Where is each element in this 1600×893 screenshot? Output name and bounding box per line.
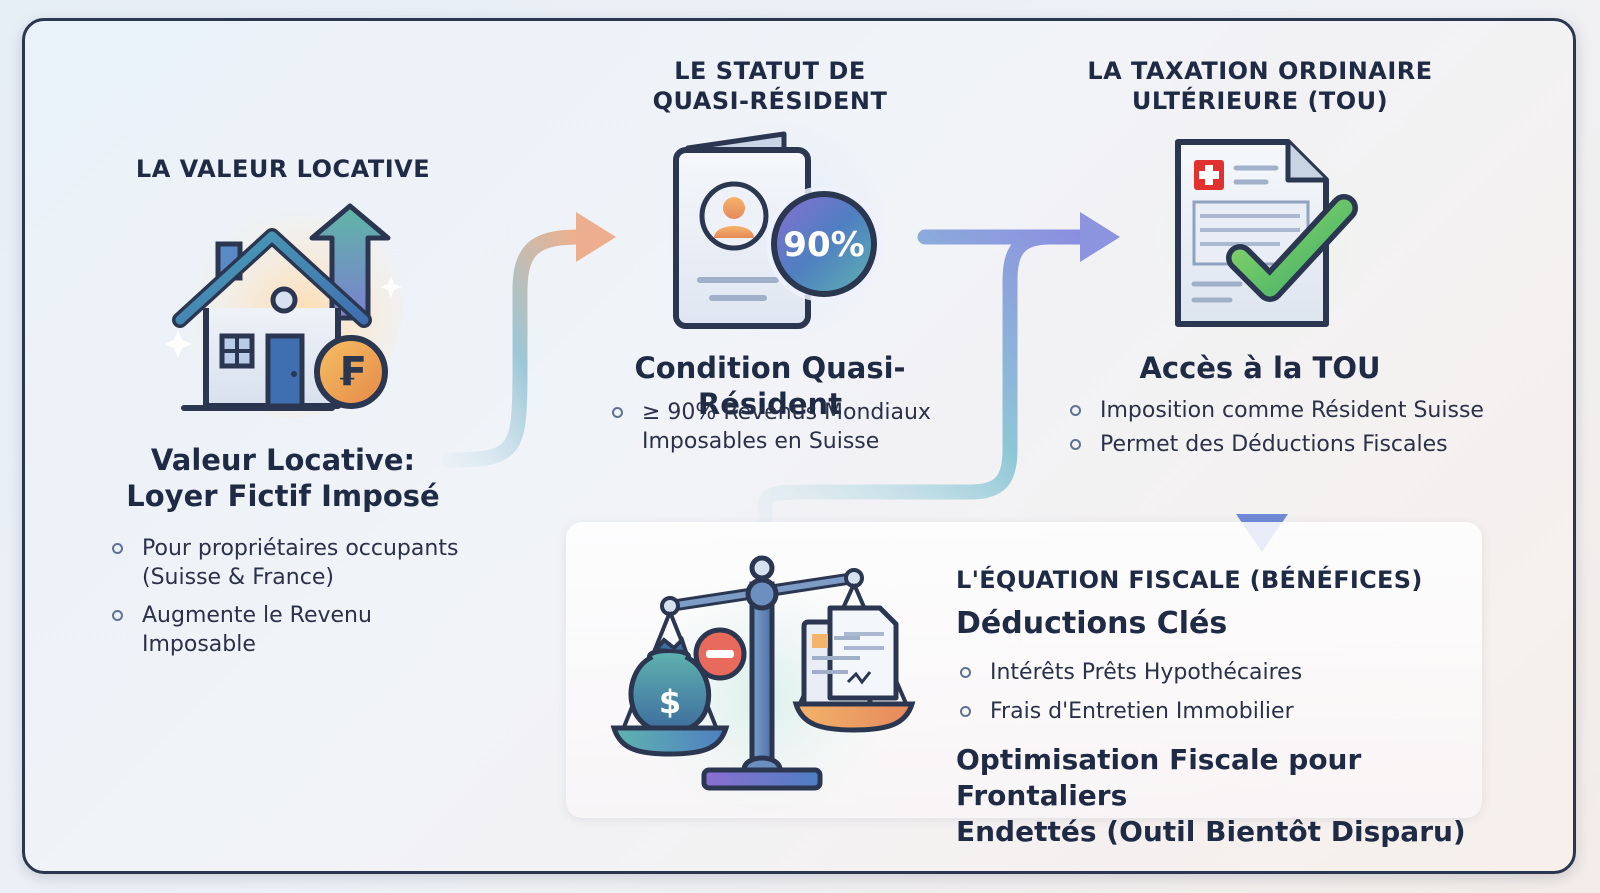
arrow-1-path — [442, 229, 588, 468]
quasi-resident-heading-line2: QUASI-RÉSIDENT — [652, 87, 888, 115]
quasi-resident-heading-line1: LE STATUT DE — [674, 57, 866, 85]
equation-conclusion-line2: Endettés (Outil Bientôt Disparu) — [956, 815, 1466, 848]
balance-scale-icon — [610, 555, 916, 818]
quasi-resident-heading: LE STATUT DE QUASI-RÉSIDENT — [600, 56, 940, 116]
money-bag-symbol: $ — [658, 683, 682, 721]
tou-title: Accès à la TOU — [1139, 351, 1381, 385]
tou-heading-line2: ULTÉRIEURE (TOU) — [1131, 87, 1389, 115]
tou-bullets: Imposition comme Résident Suisse Permet … — [1070, 396, 1490, 468]
valeur-locative-bullets: Pour propriétaires occupants (Suisse & F… — [112, 534, 502, 668]
tax-form-check-icon — [1155, 133, 1365, 343]
arrow-2-head — [1080, 212, 1120, 262]
equation-title: Déductions Clés — [956, 606, 1228, 641]
equation-conclusion-line1: Optimisation Fiscale pour Frontaliers — [956, 743, 1362, 812]
bullet-line: Pour propriétaires occupants — [142, 536, 459, 561]
arrow-1-head — [576, 212, 616, 262]
list-item: Augmente le Revenu Imposable — [112, 601, 502, 659]
bullet-line: (Suisse & France) — [142, 565, 334, 590]
quasi-resident-badge: 90% — [783, 225, 865, 265]
id-document-icon — [669, 123, 889, 343]
bullet-line: Imposables en Suisse — [642, 429, 880, 454]
bullet-line: Imposable — [142, 632, 256, 657]
equation-conclusion: Optimisation Fiscale pour Frontaliers En… — [956, 742, 1476, 850]
list-item: Pour propriétaires occupants (Suisse & F… — [112, 534, 502, 592]
house-icon — [164, 198, 402, 418]
equation-bullets: Intérêts Prêts Hypothécaires Frais d'Ent… — [960, 658, 1460, 735]
coin-symbol: ₣ — [337, 349, 365, 395]
list-item: ≥ 90% Revenus Mondiaux Imposables en Sui… — [612, 398, 972, 456]
valeur-locative-heading: LA VALEUR LOCATIVE — [135, 155, 431, 183]
list-item: Permet des Déductions Fiscales — [1070, 430, 1490, 459]
quasi-resident-title: Condition Quasi-Résident — [634, 351, 906, 421]
valeur-locative-title-line1: Valeur Locative: — [150, 443, 416, 477]
tou-heading: LA TAXATION ORDINAIRE ULTÉRIEURE (TOU) — [1070, 56, 1450, 116]
equation-heading: L'ÉQUATION FISCALE (BÉNÉFICES) — [956, 566, 1423, 594]
bullet-line: Augmente le Revenu — [142, 603, 372, 628]
quasi-resident-bullets: ≥ 90% Revenus Mondiaux Imposables en Sui… — [612, 398, 972, 465]
list-item: Intérêts Prêts Hypothécaires — [960, 658, 1460, 687]
list-item: Imposition comme Résident Suisse — [1070, 396, 1490, 425]
valeur-locative-title-line2: Loyer Fictif Imposé — [126, 479, 440, 513]
arrow-2-path — [757, 229, 1093, 526]
tou-heading-line1: LA TAXATION ORDINAIRE — [1087, 57, 1433, 85]
bullet-line: ≥ 90% Revenus Mondiaux — [642, 400, 931, 425]
valeur-locative-title: Valeur Locative: Loyer Fictif Imposé — [80, 442, 486, 514]
list-item: Frais d'Entretien Immobilier — [960, 697, 1460, 726]
